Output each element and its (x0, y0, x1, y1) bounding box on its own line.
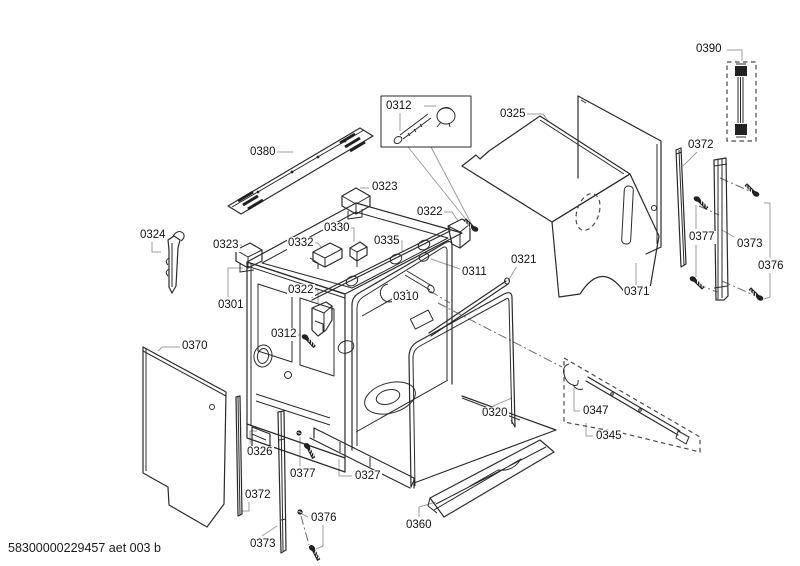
part-label-0376-bottom: 0376 (310, 512, 338, 525)
part-label-0390: 0390 (695, 43, 723, 56)
callout-box-0312 (380, 95, 472, 148)
part-label-0345: 0345 (595, 430, 623, 443)
part-label-0325: 0325 (499, 108, 527, 121)
part-label-0332: 0332 (287, 237, 315, 250)
part-strip-0372-right (675, 147, 687, 268)
part-label-0376-right: 0376 (757, 260, 785, 273)
part-label-0320: 0320 (481, 407, 509, 420)
part-label-0312-top: 0312 (385, 100, 413, 113)
part-label-0335: 0335 (373, 235, 401, 248)
part-trim-rod-0321 (428, 277, 510, 337)
part-side-bracket-0324 (165, 231, 185, 294)
part-top-plate (227, 127, 374, 215)
part-base-trim-0360 (427, 439, 555, 518)
part-label-0322-top: 0322 (416, 206, 444, 219)
part-rear-panel-0371 (577, 95, 662, 255)
part-label-0326: 0326 (246, 446, 274, 459)
part-label-0377-bottom: 0377 (289, 468, 317, 481)
part-label-0372-right: 0372 (687, 139, 715, 152)
part-rail-0373-right (686, 157, 767, 304)
part-label-0310: 0310 (392, 291, 420, 304)
part-label-0323-top: 0323 (371, 181, 399, 194)
callout-box-0390 (726, 61, 757, 142)
part-label-0312-mid: 0312 (270, 328, 298, 341)
part-label-0373-left: 0373 (249, 538, 277, 551)
part-label-0377-right: 0377 (688, 231, 716, 244)
part-label-0311: 0311 (461, 266, 488, 279)
part-rail-0373-left (277, 410, 326, 562)
part-label-0347: 0347 (582, 405, 610, 418)
part-label-0373-right: 0373 (736, 238, 764, 251)
part-label-0380: 0380 (249, 146, 277, 159)
part-label-0323-left: 0323 (212, 239, 240, 252)
callout-box-0345 (563, 356, 701, 453)
part-strip-0372-left (235, 395, 243, 517)
part-label-0371: 0371 (623, 286, 651, 299)
part-label-0301: 0301 (217, 299, 245, 312)
part-label-0327: 0327 (354, 470, 382, 483)
part-label-0370: 0370 (181, 340, 209, 353)
part-insulation-0325 (461, 115, 660, 298)
leader-lines (151, 49, 771, 550)
part-label-0372-left: 0372 (244, 489, 272, 502)
part-door-panel-0370 (142, 346, 227, 528)
part-label-0330: 0330 (323, 222, 351, 235)
part-door-gasket-0320 (408, 292, 516, 488)
part-label-0321: 0321 (510, 254, 538, 267)
part-label-0360: 0360 (405, 519, 433, 532)
part-label-0324: 0324 (139, 229, 167, 242)
document-id: 58300000229457 aet 003 b (8, 541, 161, 555)
part-label-0322-mid: 0322 (287, 284, 315, 297)
